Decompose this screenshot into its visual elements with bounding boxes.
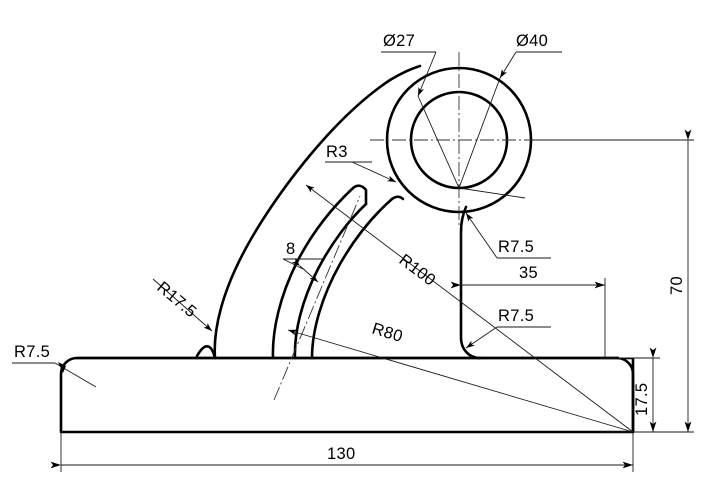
dimension-dia27: Ø27 xyxy=(381,32,437,97)
r100-label: R100 xyxy=(396,251,439,290)
r3-label: R3 xyxy=(326,143,348,161)
slot-outer-wall xyxy=(271,187,354,360)
dimension-130: 130 xyxy=(50,432,634,472)
dimension-r7-5-boss: R7.5 xyxy=(465,212,551,259)
r80-label: R80 xyxy=(370,320,405,346)
dimension-r17-5: R17.5 xyxy=(152,278,213,332)
r7-5-boss-label: R7.5 xyxy=(498,238,534,256)
part-outline-group xyxy=(59,64,639,434)
dimension-35: 35 xyxy=(450,232,606,358)
dia40-through-line xyxy=(458,77,501,189)
dia40-tail xyxy=(458,187,526,199)
slot-8-label: 8 xyxy=(286,240,295,258)
dimension-r7-5-wall: R7.5 xyxy=(465,307,551,349)
dim17-5-label: 17.5 xyxy=(633,383,651,416)
r7-5-wall-leader xyxy=(465,326,498,349)
r7-5-base-arrow xyxy=(58,362,66,373)
dim130-label: 130 xyxy=(327,445,355,463)
dimension-slot-width-8: 8 xyxy=(282,240,322,283)
dia40-label: Ø40 xyxy=(516,32,548,50)
r7-5-base-label: R7.5 xyxy=(14,343,50,361)
dimension-r3: R3 xyxy=(325,143,397,183)
dimension-r7-5-base: R7.5 xyxy=(12,343,97,388)
dia40-leader xyxy=(499,51,517,79)
dimension-dia40: Ø40 xyxy=(499,32,562,79)
dim35-label: 35 xyxy=(519,264,538,282)
diameter-construction-lines xyxy=(417,77,526,199)
r100-leader xyxy=(305,184,634,433)
dia27-through-line xyxy=(417,95,460,189)
r7-5-wall-label: R7.5 xyxy=(498,307,534,325)
r7-5-boss-leader xyxy=(465,212,498,259)
centre-lines-group xyxy=(273,52,550,401)
slot-centreline xyxy=(273,195,361,401)
r17-5-label: R17.5 xyxy=(153,278,199,321)
base-plate-outline xyxy=(59,356,635,434)
slot-top-round-end xyxy=(350,184,368,206)
dimension-70: 70 xyxy=(531,129,694,433)
base-right-corner-arc xyxy=(615,356,635,434)
dim70-label: 70 xyxy=(668,276,686,295)
dimension-17-5: 17.5 xyxy=(600,347,660,433)
arm-inner-right-curve xyxy=(310,197,394,360)
dia27-leader xyxy=(417,51,437,97)
dimension-r100: R100 xyxy=(305,184,634,433)
r3-leader xyxy=(351,161,397,183)
fillet-r17-5-arm-to-base xyxy=(195,345,217,360)
slot-8-arrow-pair xyxy=(291,258,319,283)
fillet-r3-arm-to-boss xyxy=(390,195,405,201)
arm-outer-curve xyxy=(213,64,422,360)
r80-leader xyxy=(287,329,634,433)
corner-cleanup-mask xyxy=(619,346,639,358)
dia27-label: Ø27 xyxy=(383,32,415,50)
r17-5-leader xyxy=(152,278,213,332)
